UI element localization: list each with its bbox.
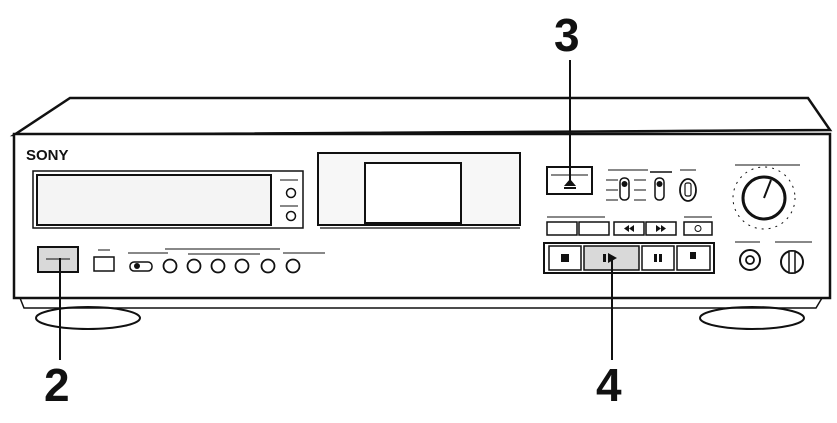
display-button-lower[interactable] bbox=[285, 210, 297, 222]
timer-switch[interactable] bbox=[129, 261, 153, 272]
function-button-3[interactable] bbox=[210, 258, 226, 274]
callout-number-3: 3 bbox=[554, 9, 580, 61]
transport-upper-row bbox=[546, 216, 713, 236]
start-id-buttons bbox=[162, 248, 325, 274]
record-icon bbox=[690, 252, 696, 259]
display-button-upper[interactable] bbox=[285, 187, 297, 199]
function-button-4[interactable] bbox=[234, 258, 250, 274]
power-button[interactable] bbox=[37, 246, 79, 273]
cassette-window bbox=[364, 162, 462, 224]
function-button-1[interactable] bbox=[162, 258, 178, 274]
callout-number-4: 4 bbox=[596, 359, 622, 411]
callout-number-2: 2 bbox=[44, 359, 70, 411]
panel-base bbox=[19, 297, 823, 309]
deck-top-lid bbox=[9, 96, 833, 137]
selector-switches bbox=[606, 169, 697, 202]
rewind-icon bbox=[624, 225, 634, 232]
function-button-2[interactable] bbox=[186, 258, 202, 274]
play-icon bbox=[603, 253, 617, 263]
stop-icon bbox=[561, 254, 569, 262]
skip-back-button[interactable] bbox=[546, 221, 578, 236]
phones-section bbox=[735, 241, 812, 274]
function-button-6[interactable] bbox=[285, 258, 301, 274]
display-window-bezel bbox=[32, 170, 304, 229]
display-side-buttons bbox=[280, 179, 298, 222]
brand-logo: SONY bbox=[26, 147, 69, 164]
rec-level-knob-group bbox=[732, 164, 800, 230]
display-window bbox=[36, 174, 272, 226]
right-foot bbox=[699, 306, 805, 330]
timer-indicator bbox=[93, 256, 115, 272]
deck-feet bbox=[35, 306, 805, 330]
fast-forward-icon bbox=[656, 225, 666, 232]
skip-forward-button[interactable] bbox=[578, 221, 610, 236]
pause-button[interactable] bbox=[641, 245, 675, 271]
pause-icon bbox=[654, 254, 662, 262]
rec-mute-button[interactable] bbox=[683, 221, 713, 236]
left-foot bbox=[35, 306, 141, 330]
function-button-5[interactable] bbox=[260, 258, 276, 274]
